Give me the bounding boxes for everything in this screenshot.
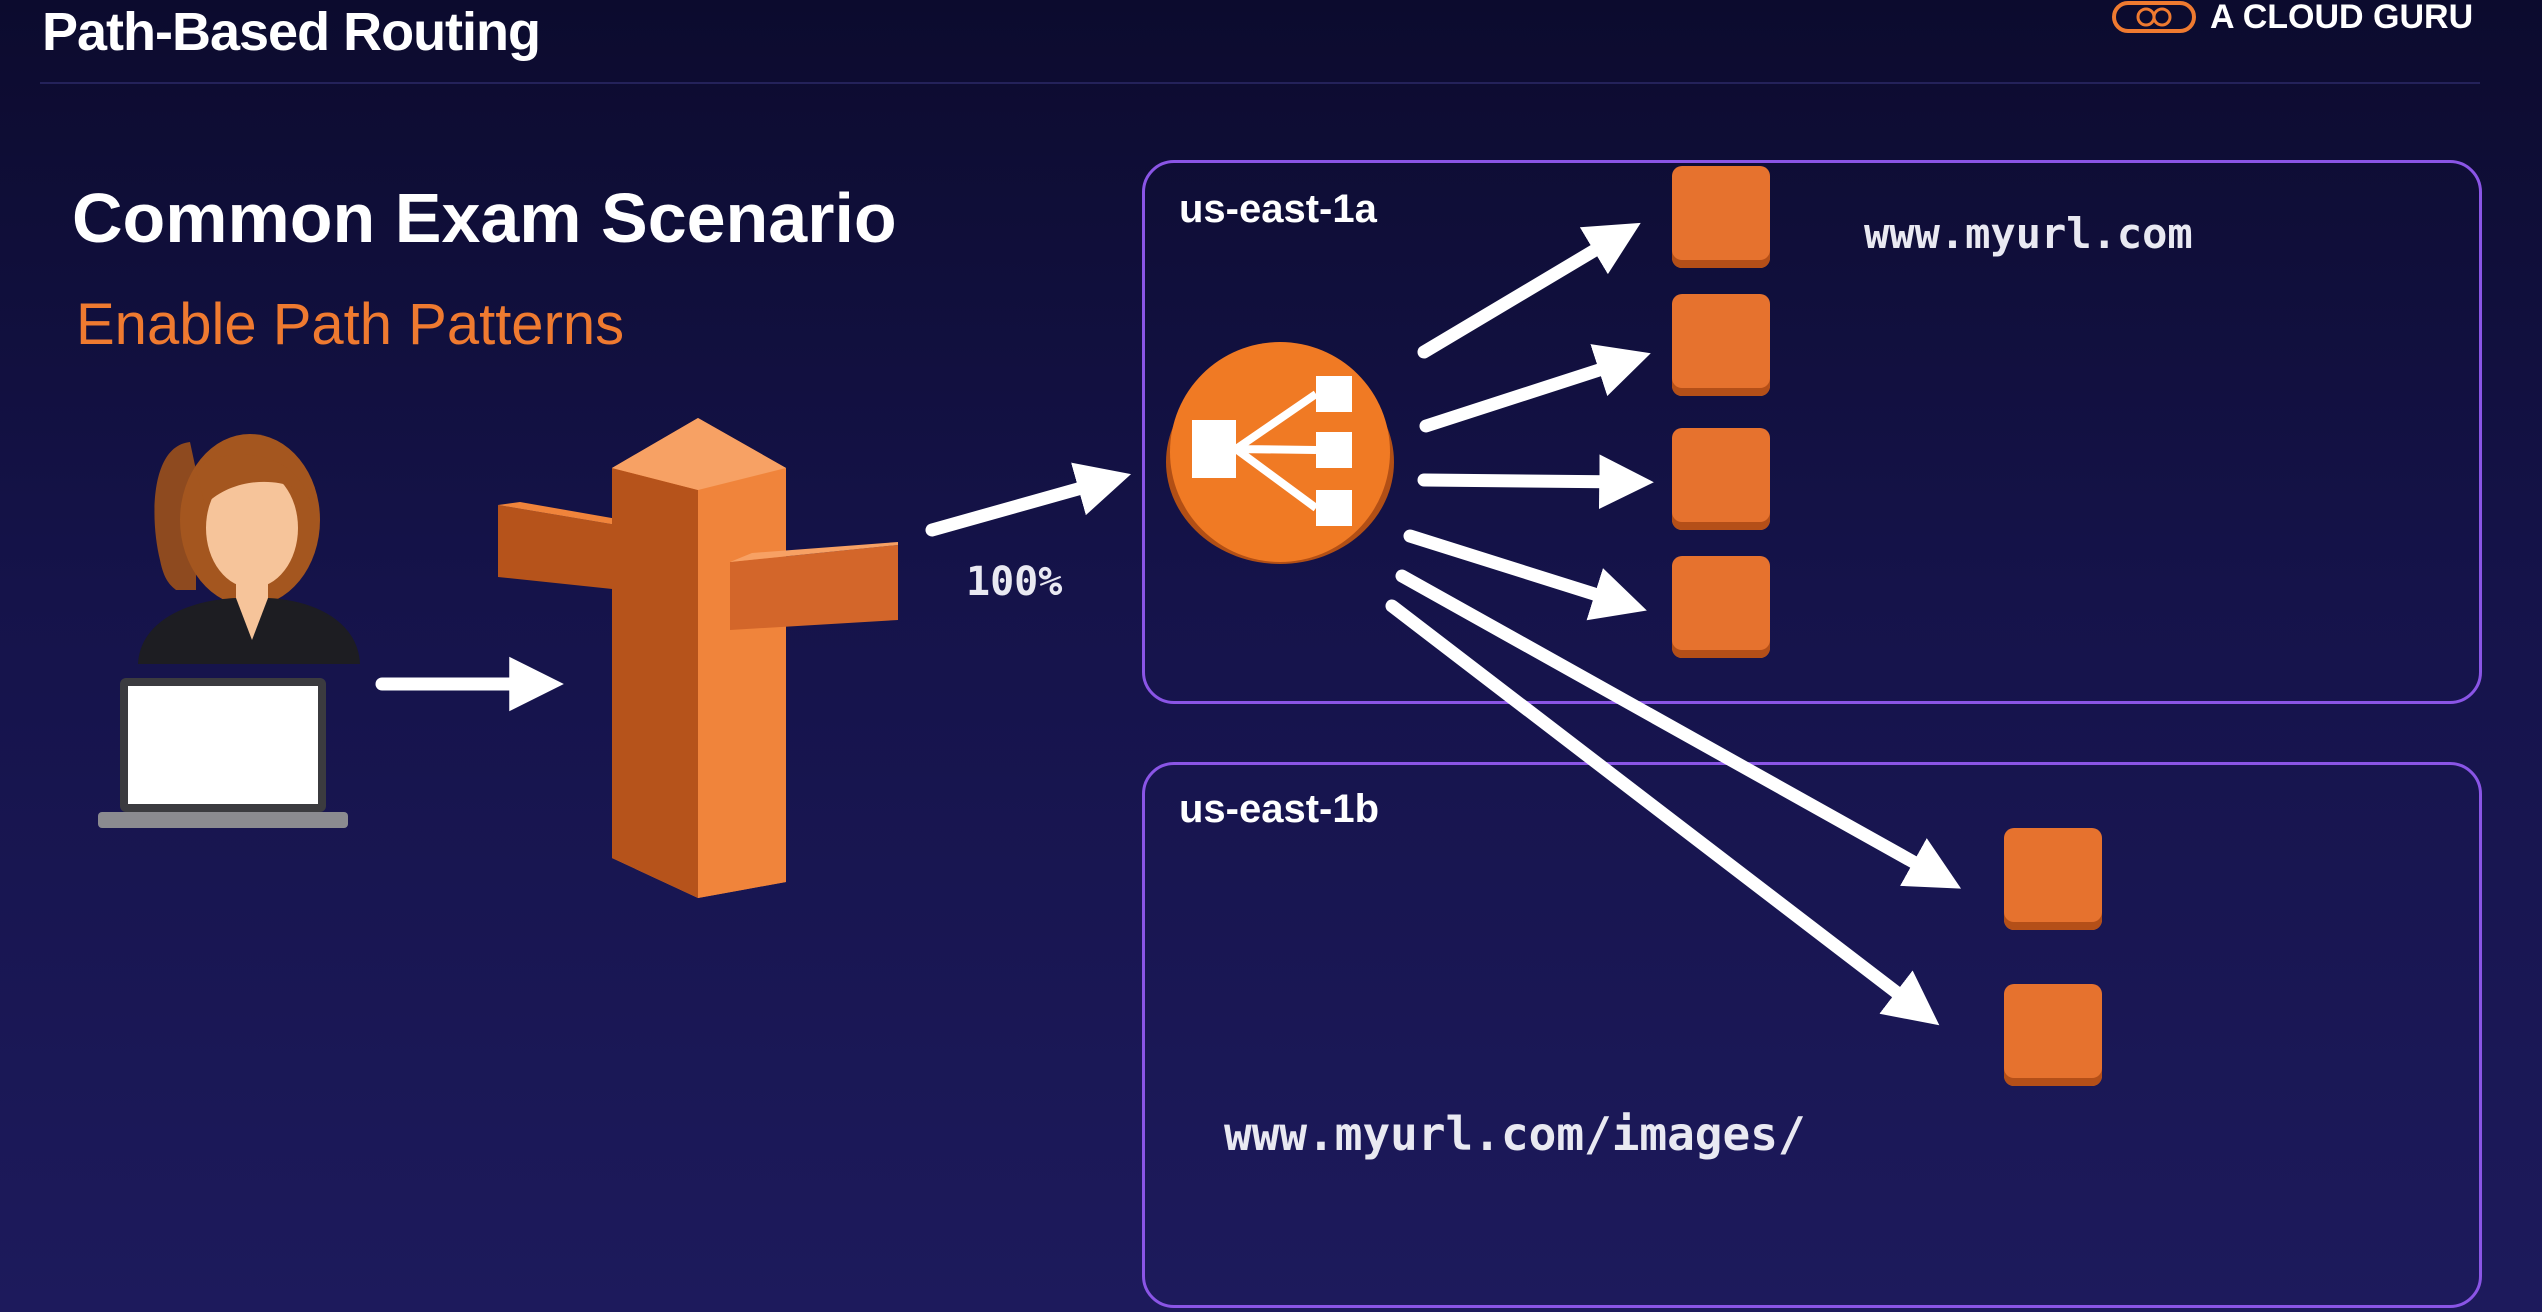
ec2-instance-icon (1672, 166, 1770, 268)
ec2-instance-icon (2004, 828, 2102, 930)
brand: A CLOUD GURU (2112, 0, 2473, 34)
traffic-percentage: 100% (966, 559, 1063, 605)
zone-us-east-1b: us-east-1b (1142, 762, 2482, 1308)
slide-title: Path-Based Routing (42, 2, 541, 62)
route53-icon (498, 418, 898, 898)
zone-label: us-east-1b (1179, 787, 1380, 831)
load-balancer-icon (1166, 342, 1394, 564)
arrow-lb-to-instance-1 (1417, 222, 1641, 359)
ec2-instance-icon (1672, 428, 1770, 530)
laptop-icon (98, 678, 348, 828)
user-icon (138, 434, 360, 664)
header-divider (40, 82, 2480, 84)
arrow-lb-to-instance-6 (1385, 599, 1940, 1026)
scenario-subheading: Enable Path Patterns (76, 292, 625, 357)
arrow-lb-to-instance-4 (1403, 529, 1647, 621)
ec2-instance-icon (1672, 556, 1770, 658)
arrow-dns-to-lb (925, 462, 1132, 537)
ec2-instance-icon (2004, 984, 2102, 1086)
arrow-lb-to-instance-2 (1419, 344, 1651, 433)
brand-name: A CLOUD GURU (2210, 0, 2474, 36)
zone-us-east-1a: us-east-1a (1142, 160, 2482, 704)
scenario-heading: Common Exam Scenario (72, 179, 897, 257)
traffic-arrows (375, 222, 1962, 1026)
arrow-lb-to-instance-5 (1395, 569, 1962, 889)
zone-label: us-east-1a (1179, 187, 1377, 231)
zone-a-url: www.myurl.com (1864, 209, 2193, 258)
ec2-instance-icon (1672, 294, 1770, 396)
zone-b-url: www.myurl.com/images/ (1224, 1107, 1806, 1161)
brand-logo-icon (2112, 1, 2196, 33)
arrow-lb-to-instance-3 (1417, 454, 1654, 509)
